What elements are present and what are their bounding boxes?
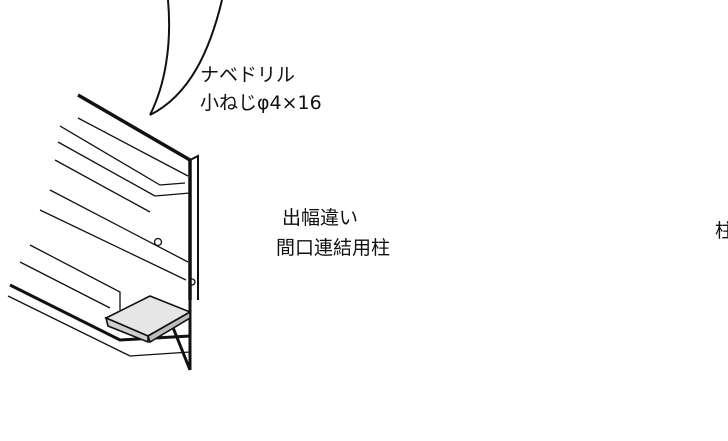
rail-connecting-plate (104, 295, 192, 344)
screw-label-line1: ナベドリル (200, 64, 296, 86)
post-edge-label: 柱 (715, 220, 728, 242)
screw-label-line2: 小ねじφ4×16 (200, 92, 322, 114)
post-label-line2: 間口連結用柱 (276, 237, 391, 259)
callout-tail-top (149, 0, 223, 116)
horizontal-frame (7, 93, 199, 371)
post-label-line1: 出幅違い (282, 207, 359, 229)
